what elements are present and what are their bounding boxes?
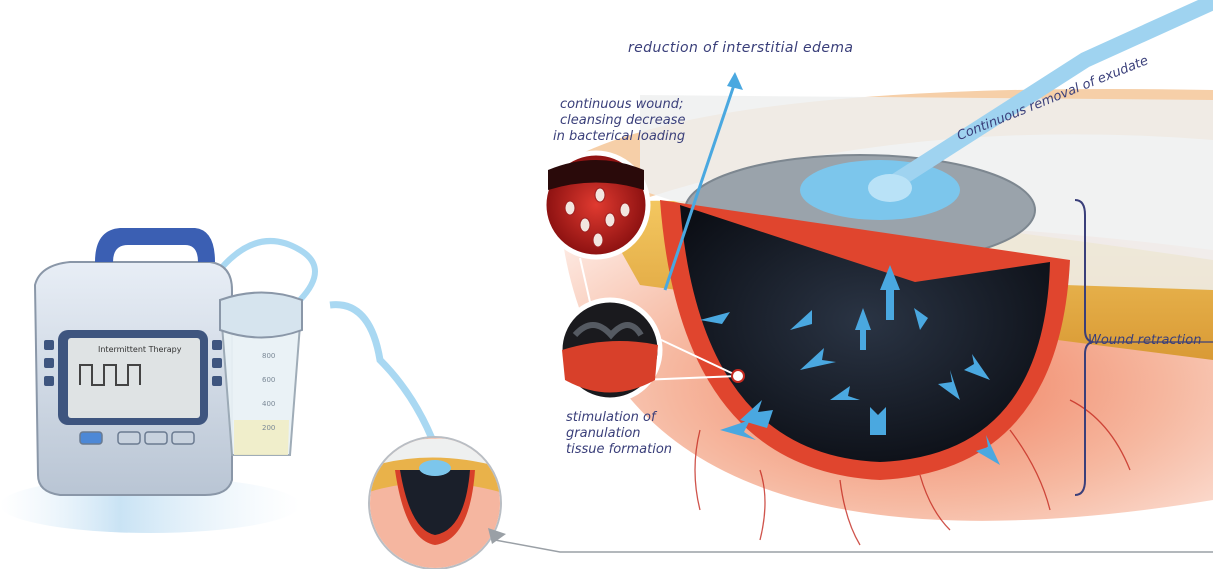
device-tube: [330, 305, 440, 460]
cleansing-label-1: continuous wound;: [560, 97, 683, 112]
granulation-label-3: tissue formation: [566, 442, 672, 457]
canister-mark-800: 800: [262, 352, 275, 360]
cleansing-label-3: in bacterical loading: [553, 129, 685, 144]
edema-label: reduction of interstitial edema: [628, 41, 853, 56]
cleansing-label-2: cleansing decrease: [560, 113, 685, 128]
granulation-label-2: granulation: [566, 426, 641, 441]
device-handle: [95, 228, 215, 262]
granulation-label-1: stimulation of: [566, 410, 656, 425]
bacteria-zoom: [544, 153, 648, 257]
canister-mark-600: 600: [262, 376, 275, 384]
canister-mark-400: 400: [262, 400, 275, 408]
wound-cross-section: [544, 2, 1213, 545]
canister-mark-200: 200: [262, 424, 275, 432]
retraction-label: Wound retraction: [1088, 333, 1201, 348]
screen-title: Intermittent Therapy: [98, 345, 182, 354]
